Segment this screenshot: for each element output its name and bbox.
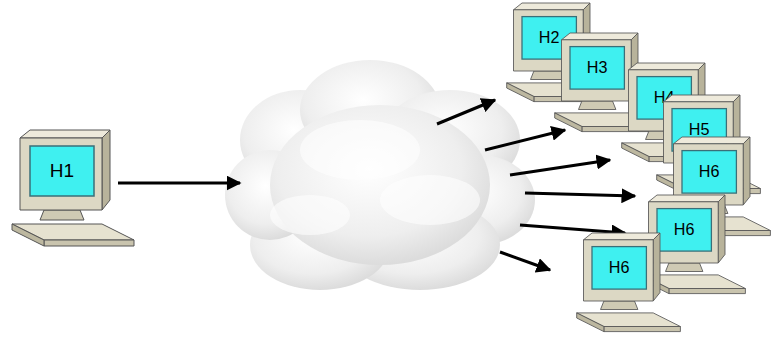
flow-arrows	[118, 100, 635, 270]
monitor-screen	[657, 209, 711, 252]
monitor-top	[20, 130, 110, 138]
computer-symbol	[10, 130, 135, 250]
monitor-front	[584, 240, 654, 301]
flow-arrow	[500, 252, 550, 270]
monitor-top	[629, 63, 706, 70]
host-label: H6	[592, 247, 646, 290]
monitor-top	[664, 95, 741, 102]
keyboard-edge	[577, 313, 604, 332]
keyboard-edge	[604, 327, 681, 332]
monitor-side	[718, 195, 725, 263]
keyboard-edge	[507, 83, 534, 102]
flow-arrow	[520, 225, 625, 233]
monitor-top	[584, 233, 661, 240]
monitor-front	[20, 138, 102, 210]
monitor-top	[674, 137, 751, 144]
host-label: H6	[682, 151, 736, 194]
monitor-stand	[40, 210, 84, 220]
monitor-screen	[682, 151, 736, 194]
flow-arrow	[485, 130, 565, 150]
monitor-stand	[666, 263, 703, 272]
flow-arrow	[510, 160, 610, 175]
monitor-side	[743, 137, 750, 205]
keyboard-edge	[44, 240, 134, 246]
computer-symbol	[575, 233, 681, 335]
monitor-top	[514, 3, 591, 10]
flow-arrow	[437, 100, 495, 124]
monitor-side	[653, 233, 660, 301]
host-label: H1	[30, 146, 94, 196]
monitor-screen	[30, 146, 94, 196]
monitor-stand	[579, 101, 616, 110]
host-computer: H1	[10, 130, 135, 250]
monitor-screen	[570, 47, 624, 90]
host-computer: H6	[575, 233, 681, 335]
host-label: H6	[657, 209, 711, 252]
monitor-top	[562, 33, 639, 40]
keyboard-edge	[669, 289, 746, 294]
monitor-side	[102, 130, 110, 210]
keyboard-edge	[12, 224, 44, 246]
monitor-stand	[601, 301, 638, 310]
host-label: H3	[570, 47, 624, 90]
network-cloud	[225, 60, 535, 290]
flow-arrow	[118, 182, 240, 185]
keyboard-edge	[555, 113, 582, 132]
cloud-highlight	[270, 120, 480, 235]
monitor-front	[562, 40, 632, 101]
keyboard-edge	[622, 143, 649, 162]
monitor-screen	[592, 247, 646, 290]
monitor-top	[649, 195, 726, 202]
flow-arrow	[525, 193, 635, 196]
